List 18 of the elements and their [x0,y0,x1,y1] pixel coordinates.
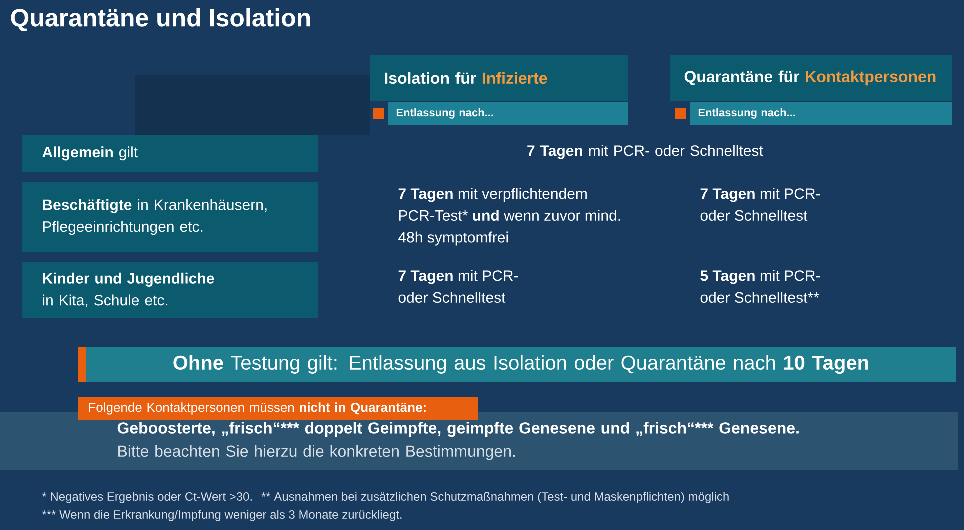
table-cell-text: 7 Tagen mit PCR- oder Schnelltest [398,270,518,303]
table-cell-text: 7 Tagen mit verpflichtendem PCR-Test* und wenn zuvor mind. 48h symptomfrei [398,188,620,246]
table-cell-text: 7 Tagen mit PCR- oder Schnelltest [700,188,820,221]
subheader-band: Entlassung nach... [388,102,628,126]
row-label-box: Beschäftigte in Krankenhäusern, Pflegeeinrichtungen etc. [22,182,318,252]
banner: Ohne Testung gilt: Entlassung aus Isolation oder Quarantäne nach 10 Tagen [78,347,956,382]
footnote: *** Wenn die Erkrankung/Impfung weniger als 3 Monate zurückliegt. [42,510,402,522]
row-label-box: Kinder und Jugendliche in Kita, Schule etc. [22,262,318,318]
title: Quarantäne und Isolation [11,8,310,32]
table-cell-text: 7 Tagen mit PCR- oder Schnelltest [528,145,764,160]
footnote: * Negatives Ergebnis oder Ct-Wert >30. [42,492,252,504]
table-cell-text: 5 Tagen mit PCR- oder Schnelltest** [700,270,820,303]
header-box: Quarantäne für Kontaktpersonen [670,55,952,102]
tag: Folgende Kontaktpersonen müssen nicht in Quarantäne: [78,397,478,420]
footnote: ** Ausnahmen bei zusätzlichen Schutzmaßnahmen (Test- und Maskenpflichten) möglich [262,492,729,504]
row-label-box: Allgemein gilt [22,135,318,172]
subheader-band: Entlassung nach... [690,102,952,126]
header-box: Isolation für Infizierte [370,55,628,102]
